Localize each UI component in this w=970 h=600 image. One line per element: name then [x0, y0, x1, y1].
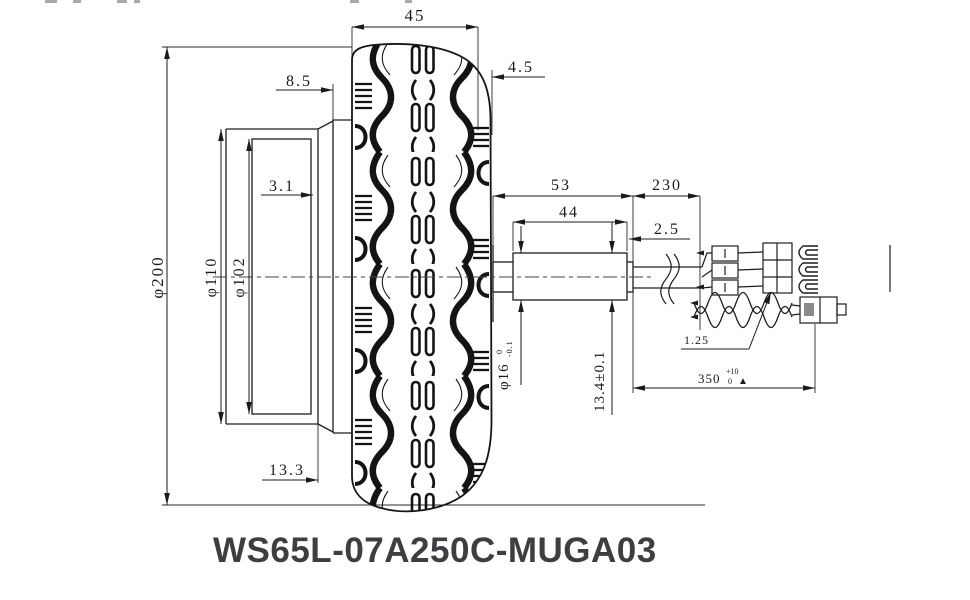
- dim-dia-hub: φ110: [203, 257, 220, 298]
- cable-assembly: [633, 242, 891, 329]
- dim-dia-inner: φ102: [231, 256, 248, 297]
- dim-total-sub: 0: [728, 377, 732, 386]
- top-edge-artifacts: [45, 0, 412, 3]
- dim-shaft-dia-sup: 0: [495, 349, 504, 354]
- dim-step: 3.1: [269, 178, 295, 195]
- dim-tread-edge: 4.5: [508, 59, 534, 76]
- inspection-mark: ▲: [738, 376, 748, 387]
- hub-body: [225, 119, 352, 434]
- dim-shaft-dia: φ16 0 -0.1: [490, 340, 514, 390]
- dim-end-step: 2.5: [654, 221, 680, 238]
- dim-total-length: 350: [698, 371, 721, 386]
- dim-shaft-dia-sub: -0.1: [505, 340, 514, 357]
- dim-dia-tire: φ200: [148, 255, 167, 298]
- dim-flange: 8.5: [286, 73, 312, 90]
- dim-tire-width: 45: [405, 6, 426, 25]
- part-number-title: WS65L-07A250C-MUGA03: [213, 531, 657, 570]
- dim-across-flats: 13.4±0.1: [592, 351, 608, 412]
- dim-flat-length: 44: [559, 204, 579, 221]
- dim-hub-offset: 13.3: [269, 462, 305, 479]
- twisted-pair: [690, 291, 801, 329]
- plug-connector: [799, 296, 847, 324]
- tire-tread: [351, 43, 493, 513]
- dim-total-sup: +10: [726, 367, 739, 376]
- dim-cable-run: 230: [652, 177, 682, 194]
- dim-wire-gauge: 1.25: [684, 333, 709, 347]
- dimension-lines: [164, 24, 815, 505]
- fork-terminals: [798, 245, 818, 294]
- dim-shaft-dia-main: φ16: [496, 363, 512, 390]
- dim-shaft-length: 53: [551, 177, 571, 194]
